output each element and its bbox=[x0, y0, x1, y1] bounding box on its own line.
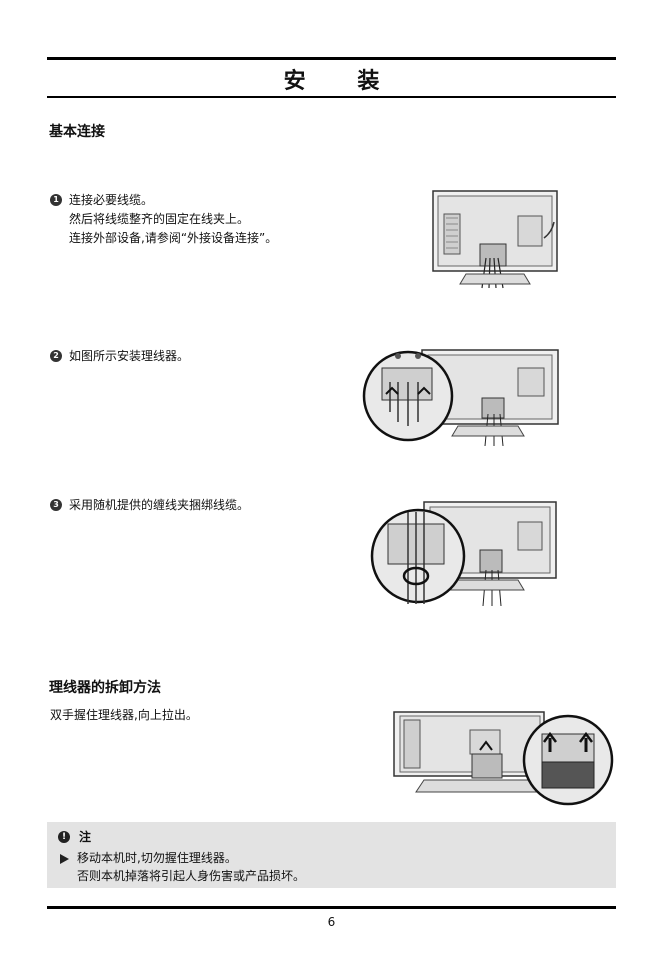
warning-icon: ! bbox=[58, 830, 70, 843]
page-title: 安 装 bbox=[283, 69, 402, 94]
note-line-1-text: 移动本机时,切勿握住理线器。 bbox=[77, 851, 237, 865]
bottom-rule bbox=[47, 906, 616, 909]
note-box: ! 注 移动本机时,切勿握住理线器。 否则本机掉落将引起人身伤害或产品损坏。 bbox=[47, 822, 616, 888]
note-header: ! 注 bbox=[58, 828, 91, 845]
step-number-2: 2 bbox=[50, 350, 62, 362]
note-title: 注 bbox=[79, 830, 92, 844]
tv-rear-cables-illustration bbox=[432, 190, 558, 289]
install-cable-holder-illustration bbox=[362, 349, 559, 447]
bind-cables-illustration bbox=[370, 501, 557, 607]
top-rule bbox=[47, 57, 616, 60]
step-2: 2 如图所示安装理线器。 bbox=[50, 347, 189, 366]
section-heading-remove: 理线器的拆卸方法 bbox=[49, 680, 161, 696]
step-3-line-1: 采用随机提供的缠线夹捆绑线缆。 bbox=[69, 498, 250, 512]
note-line-2: 否则本机掉落将引起人身伤害或产品损坏。 bbox=[77, 869, 306, 883]
section-heading-basic: 基本连接 bbox=[49, 124, 105, 140]
step-1-line-2: 然后将线缆整齐的固定在线夹上。 bbox=[69, 212, 250, 226]
step-number-1: 1 bbox=[50, 194, 62, 206]
step-2-line-1: 如图所示安装理线器。 bbox=[69, 349, 190, 363]
page-number: 6 bbox=[327, 915, 336, 929]
step-1: 1 连接必要线缆。 然后将线缆整齐的固定在线夹上。 连接外部设备,请参阅“外接设… bbox=[50, 191, 277, 248]
note-line-1: 移动本机时,切勿握住理线器。 bbox=[60, 849, 237, 866]
step-1-line-3: 连接外部设备,请参阅“外接设备连接”。 bbox=[69, 231, 278, 245]
step-3: 3 采用随机提供的缠线夹捆绑线缆。 bbox=[50, 496, 249, 515]
play-arrow-icon bbox=[60, 853, 69, 864]
step-number-3: 3 bbox=[50, 499, 62, 511]
remove-cable-holder-illustration bbox=[393, 711, 614, 806]
step-1-line-1: 连接必要线缆。 bbox=[69, 193, 154, 207]
remove-instruction: 双手握住理线器,向上拉出。 bbox=[50, 708, 198, 722]
title-rule bbox=[47, 96, 616, 98]
